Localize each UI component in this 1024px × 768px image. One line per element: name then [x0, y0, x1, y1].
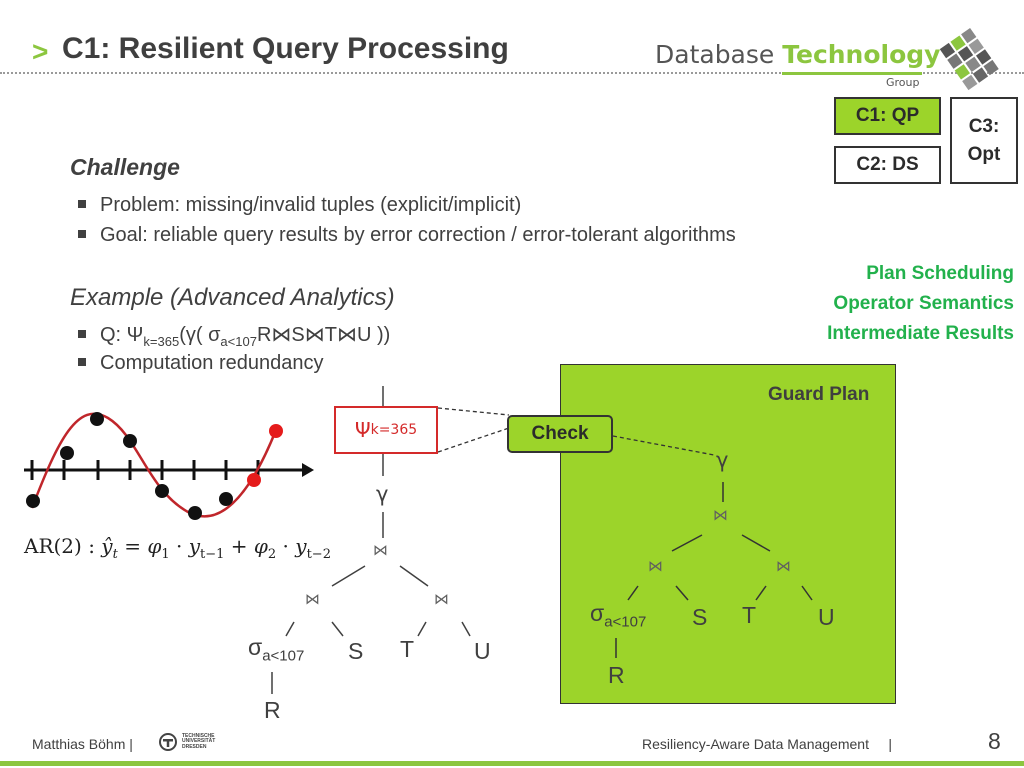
data-point	[60, 446, 74, 460]
left-leaf-r: R	[264, 697, 281, 723]
tu-line3: DRESDEN	[182, 743, 207, 750]
predicted-point	[247, 473, 261, 487]
brand-underline	[782, 72, 922, 75]
guard-leaf-t: T	[742, 602, 757, 628]
topic-box-c3-line1: C3:	[968, 115, 1000, 137]
left-join-right: ⋈	[434, 590, 449, 608]
query-suffix: R⋈S⋈T⋈U ))	[256, 324, 391, 346]
footer-accent-bar	[0, 761, 1024, 766]
example-heading: Example (Advanced Analytics)	[70, 284, 395, 311]
ar2-formula: AR(2) : ŷt = φ1 · yt−1 + φ2 · yt−2	[24, 534, 331, 562]
guard-leaf-r: R	[608, 662, 625, 688]
brand-database: Database	[655, 40, 775, 69]
ar2-label: AR(2) :	[24, 534, 95, 558]
example-bullet-redundancy: Computation redundancy	[78, 352, 323, 375]
aspect-operator-semantics: Operator Semantics	[833, 293, 1014, 314]
footer-author: Matthias Böhm |	[32, 736, 133, 752]
aspect-intermediate-results: Intermediate Results	[827, 323, 1014, 344]
guard-sigma-node: σa<107	[590, 600, 646, 631]
brand-technology: Technology	[782, 40, 941, 69]
guard-leaf-s: S	[692, 604, 708, 630]
guard-join-left: ⋈	[648, 557, 663, 575]
predicted-point	[269, 424, 283, 438]
brand-wordmark: Database Technology	[655, 40, 940, 69]
left-leaf-u: U	[474, 638, 491, 664]
tu-dresden-emblem-icon	[159, 733, 177, 751]
query-sub-k: k=365	[143, 334, 180, 349]
left-join-root: ⋈	[373, 541, 388, 559]
challenge-bullet-problem: Problem: missing/invalid tuples (explici…	[78, 194, 521, 217]
psi-symbol: Ψ	[354, 418, 371, 442]
aspect-plan-scheduling: Plan Scheduling	[866, 263, 1014, 284]
bullet-square-icon	[78, 329, 86, 338]
data-point	[26, 494, 40, 508]
left-gamma-node: γ	[376, 482, 389, 506]
page-number: 8	[988, 728, 1001, 754]
guard-join-right: ⋈	[776, 557, 791, 575]
guard-leaf-u: U	[818, 604, 835, 630]
footer-course-text: Resiliency-Aware Data Management |	[642, 736, 893, 752]
topic-box-c3: C3: Opt	[950, 97, 1018, 184]
aspects-list: Plan Scheduling Operator Semantics Inter…	[827, 259, 1014, 349]
topic-box-c3-line2: Opt	[967, 143, 1001, 165]
query-sub-a: a<107	[220, 334, 257, 349]
time-series-sketch	[24, 412, 314, 520]
data-point	[90, 412, 104, 426]
query-mid: (γ( σ	[179, 324, 221, 346]
data-point	[155, 484, 169, 498]
sigma-symbol: σ	[248, 634, 263, 660]
left-leaf-s: S	[348, 638, 364, 664]
bullet-text: Problem: missing/invalid tuples (explici…	[100, 194, 522, 216]
check-box: Check	[507, 415, 613, 453]
brand-group: Group	[886, 76, 920, 89]
left-join-left: ⋈	[305, 590, 320, 608]
header-divider	[0, 72, 1024, 74]
data-point	[219, 492, 233, 506]
grid-logo-icon	[940, 27, 999, 91]
bullet-text: Computation redundancy	[100, 352, 324, 374]
series-curve	[30, 412, 278, 518]
challenge-bullet-goal: Goal: reliable query results by error co…	[78, 224, 736, 247]
challenge-heading: Challenge	[70, 154, 180, 180]
tu-dresden-logo: TECHNISCHE UNIVERSITÄT DRESDEN	[158, 732, 215, 752]
footer-course-title: Resiliency-Aware Data Management |	[642, 736, 892, 752]
sigma-subscript: a<107	[604, 613, 647, 631]
tu-line2: UNIVERSITÄT	[182, 738, 216, 745]
bullet-square-icon	[78, 199, 86, 208]
sigma-symbol: σ	[590, 600, 605, 626]
timeline-arrow-icon	[302, 463, 314, 477]
guard-gamma-node: γ	[716, 448, 729, 472]
query-prefix: Q: Ψ	[100, 324, 144, 346]
psi-subscript: k=365	[370, 422, 418, 438]
bullet-square-icon	[78, 357, 86, 366]
guard-join-root: ⋈	[713, 506, 728, 524]
left-sigma-node: σa<107	[248, 634, 304, 665]
slide-title: C1: Resilient Query Processing	[62, 32, 509, 65]
bullet-square-icon	[78, 229, 86, 238]
data-point	[188, 506, 202, 520]
guard-plan-title: Guard Plan	[768, 384, 870, 405]
left-leaf-t: T	[400, 636, 415, 662]
data-point	[123, 434, 137, 448]
tu-line1: TECHNISCHE	[182, 732, 215, 739]
title-chevron-icon: >	[32, 36, 49, 67]
example-bullet-query: Q: Ψk=365(γ( σa<107R⋈S⋈T⋈U ))	[78, 322, 390, 349]
bullet-text: Goal: reliable query results by error co…	[100, 224, 736, 246]
sigma-subscript: a<107	[262, 647, 305, 665]
topic-box-c2: C2: DS	[834, 146, 941, 184]
topic-box-c1: C1: QP	[834, 97, 941, 135]
